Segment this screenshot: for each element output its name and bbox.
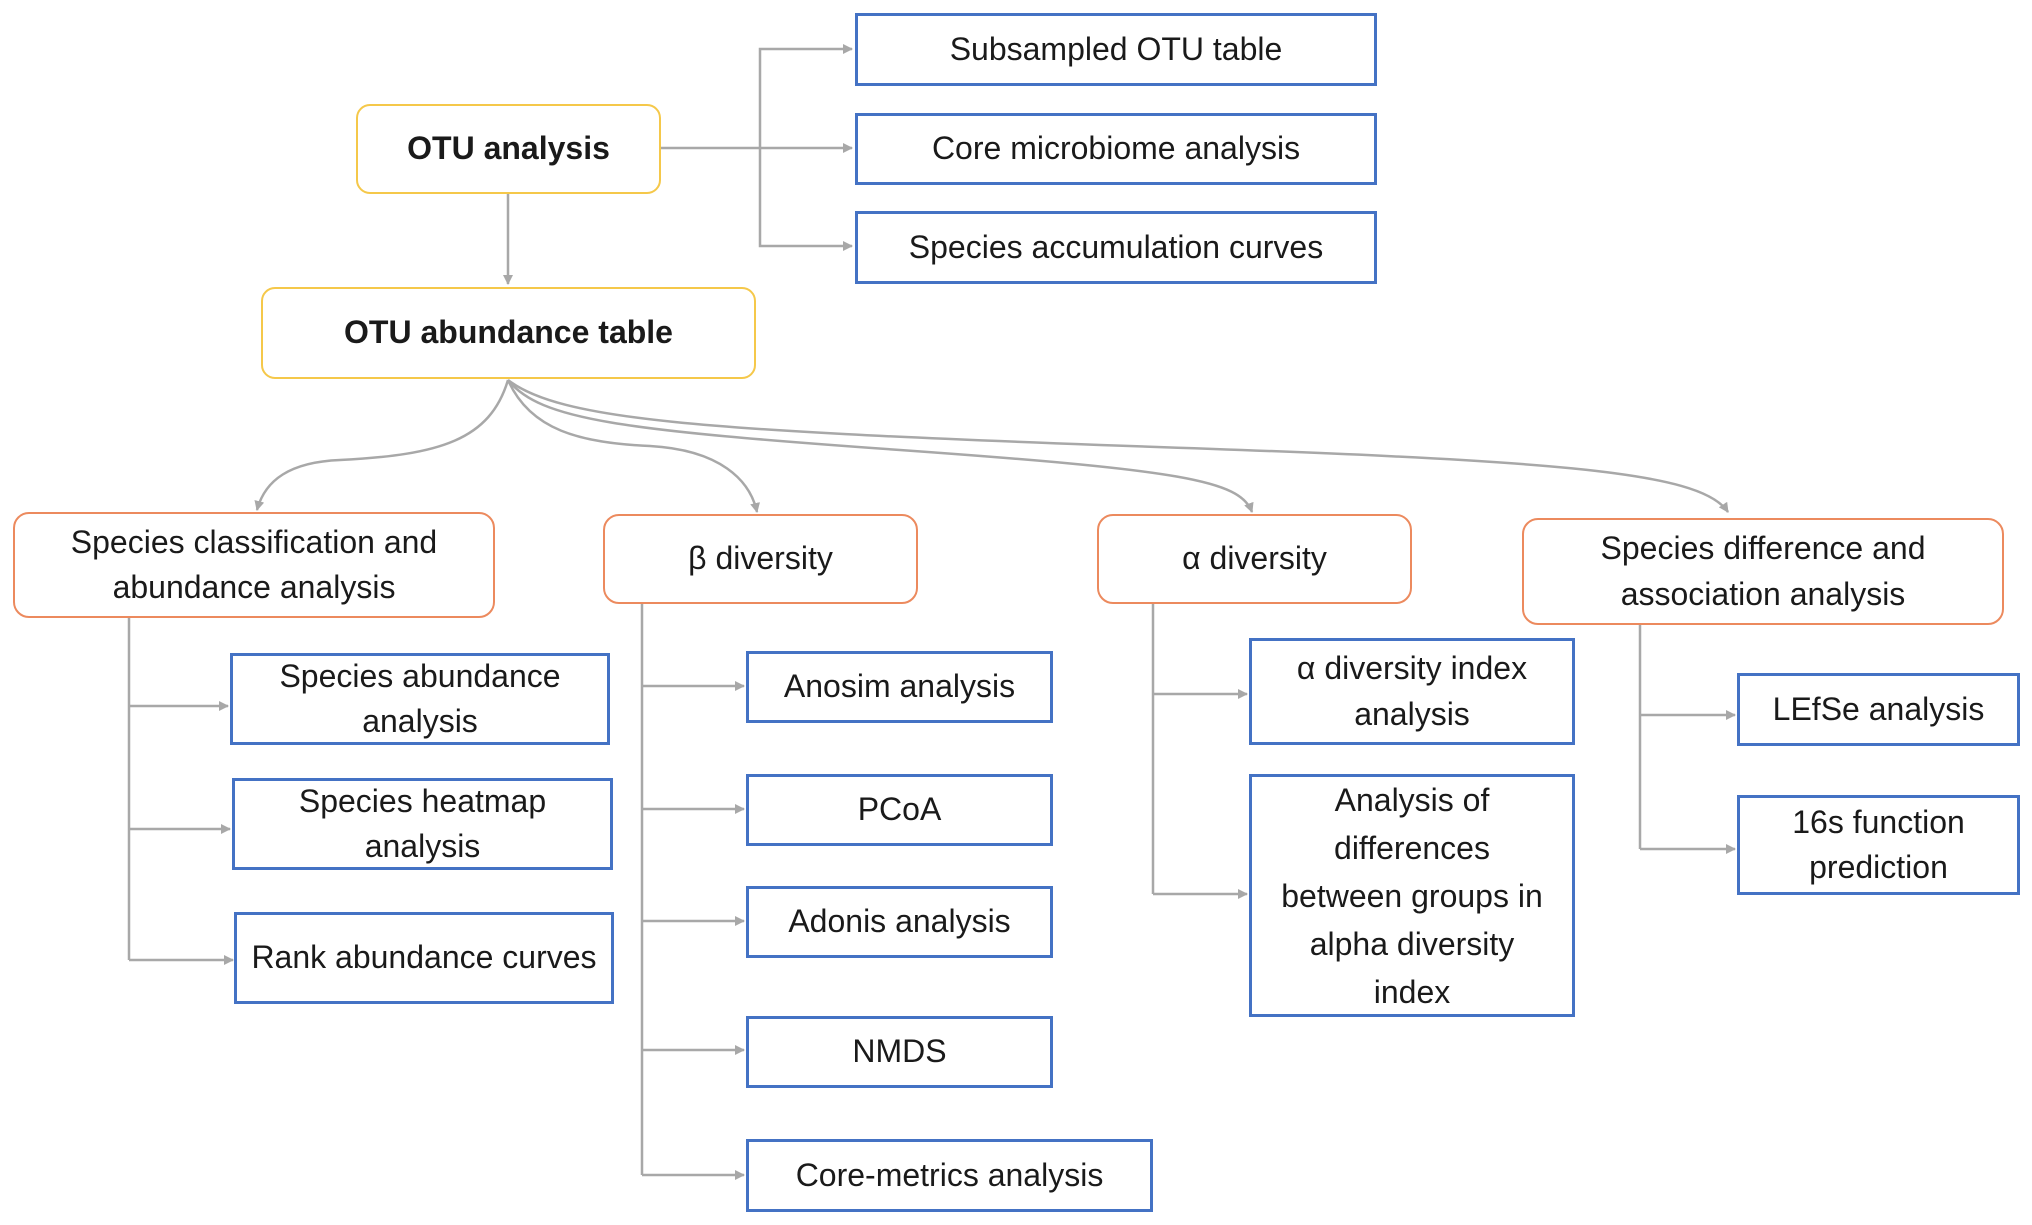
species-abundance-node: Species abundance analysis: [230, 653, 610, 745]
rank-abundance-node: Rank abundance curves: [234, 912, 614, 1004]
species-heatmap-node: Species heatmap analysis: [232, 778, 613, 870]
subsampled-otu-table-node: Subsampled OTU table: [855, 13, 1377, 86]
anosim-node: Anosim analysis: [746, 651, 1053, 723]
pcoa-node: PCoA: [746, 774, 1053, 846]
species-difference-node: Species difference and association analy…: [1522, 518, 2004, 625]
adonis-node: Adonis analysis: [746, 886, 1053, 958]
core-metrics-node: Core-metrics analysis: [746, 1139, 1153, 1212]
lefse-node: LEfSe analysis: [1737, 673, 2020, 746]
connector-table-to-difference: [507, 379, 1730, 513]
connector-table-to-alpha: [507, 379, 1254, 513]
connector-table-to-beta: [506, 379, 760, 513]
core-microbiome-node: Core microbiome analysis: [855, 113, 1377, 185]
connector-otu-to-subsampled: [758, 44, 853, 148]
otu-analysis-node: OTU analysis: [356, 104, 661, 194]
beta-diversity-node: β diversity: [603, 514, 918, 604]
connector-otu-to-accumulation: [758, 148, 853, 251]
function-prediction-node: 16s function prediction: [1737, 795, 2020, 895]
species-classification-node: Species classification and abundance ana…: [13, 512, 495, 618]
connector-table-to-classification: [254, 379, 510, 511]
otu-abundance-table-node: OTU abundance table: [261, 287, 756, 379]
alpha-diversity-node: α diversity: [1097, 514, 1412, 604]
alpha-index-node: α diversity index analysis: [1249, 638, 1575, 745]
alpha-group-diff-node: Analysis of differences between groups i…: [1249, 774, 1575, 1017]
nmds-node: NMDS: [746, 1016, 1053, 1088]
species-accumulation-node: Species accumulation curves: [855, 211, 1377, 284]
